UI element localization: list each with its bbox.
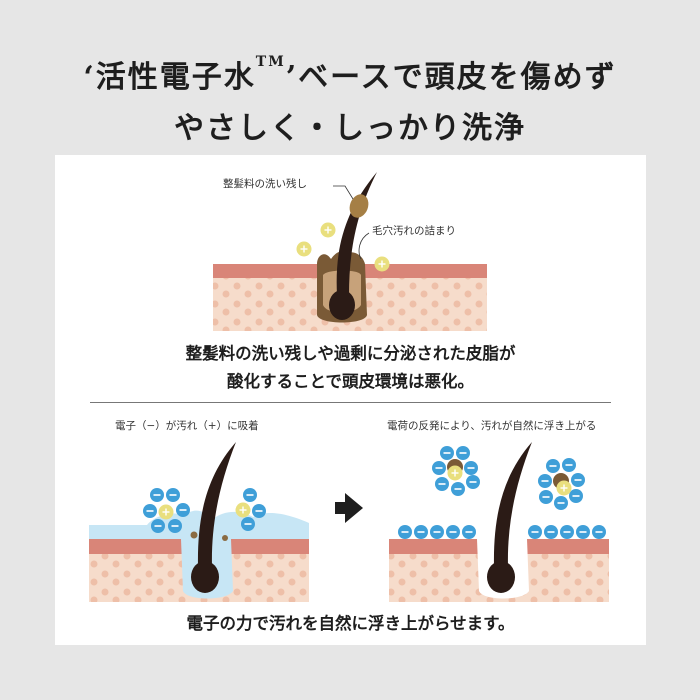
dirt-particle-icon <box>447 465 463 481</box>
hair-strand-right <box>493 442 532 567</box>
headline-part-2: ’ベースで頭皮を傷めず <box>285 60 617 95</box>
label-pore-clog: 毛穴汚れの詰まり <box>372 225 456 237</box>
residue-blob <box>349 194 369 218</box>
headline-part-1: ‘活性電子水 <box>83 60 256 95</box>
bottom-right-diagram <box>389 442 609 602</box>
illustration-card: 整髪料の洗い残し 毛穴汚れの詰まり 整髪料の洗い残しや過剰に分泌された皮脂が 酸… <box>55 155 646 645</box>
bottom-caption: 電子の力で汚れを自然に浮き上がらせます。 <box>186 614 515 633</box>
top-skin-diagram <box>213 172 487 331</box>
dirt-particle-icon <box>296 241 312 257</box>
hair-strand-left <box>197 442 236 567</box>
section-divider <box>90 402 611 403</box>
top-caption-line-2: 酸化することで頭皮環境は悪化。 <box>226 372 474 391</box>
hair-strand-top <box>336 172 377 295</box>
dirt-particle-icon <box>158 504 174 520</box>
label-hair-product-residue: 整髪料の洗い残し <box>223 178 307 190</box>
headline-line-1: ‘活性電子水TM’ベースで頭皮を傷めず <box>0 52 700 96</box>
dirt-particle-icon <box>556 480 572 496</box>
trademark-mark: TM <box>255 54 286 70</box>
bottom-left-diagram <box>89 442 309 602</box>
dirt-particle-icon <box>374 256 390 272</box>
floating-cluster-left <box>432 446 480 496</box>
floating-cluster-right <box>538 458 585 510</box>
scalp-illustration <box>89 172 609 602</box>
headline-line-2: やさしく・しっかり洗浄 <box>174 111 526 146</box>
top-caption-line-1: 整髪料の洗い残しや過剰に分泌された皮脂が <box>185 344 516 363</box>
right-arrow-icon <box>335 493 363 523</box>
label-charge-repulsion: 電荷の反発により、汚れが自然に浮き上がる <box>387 420 597 432</box>
dirt-particle-icon <box>235 502 251 518</box>
label-electron-adsorb: 電子（−）が汚れ（+）に吸着 <box>115 420 259 432</box>
dirt-particle-icon <box>320 222 336 238</box>
top-caption: 整髪料の洗い残しや過剰に分泌された皮脂が 酸化することで頭皮環境は悪化。 <box>55 340 646 396</box>
